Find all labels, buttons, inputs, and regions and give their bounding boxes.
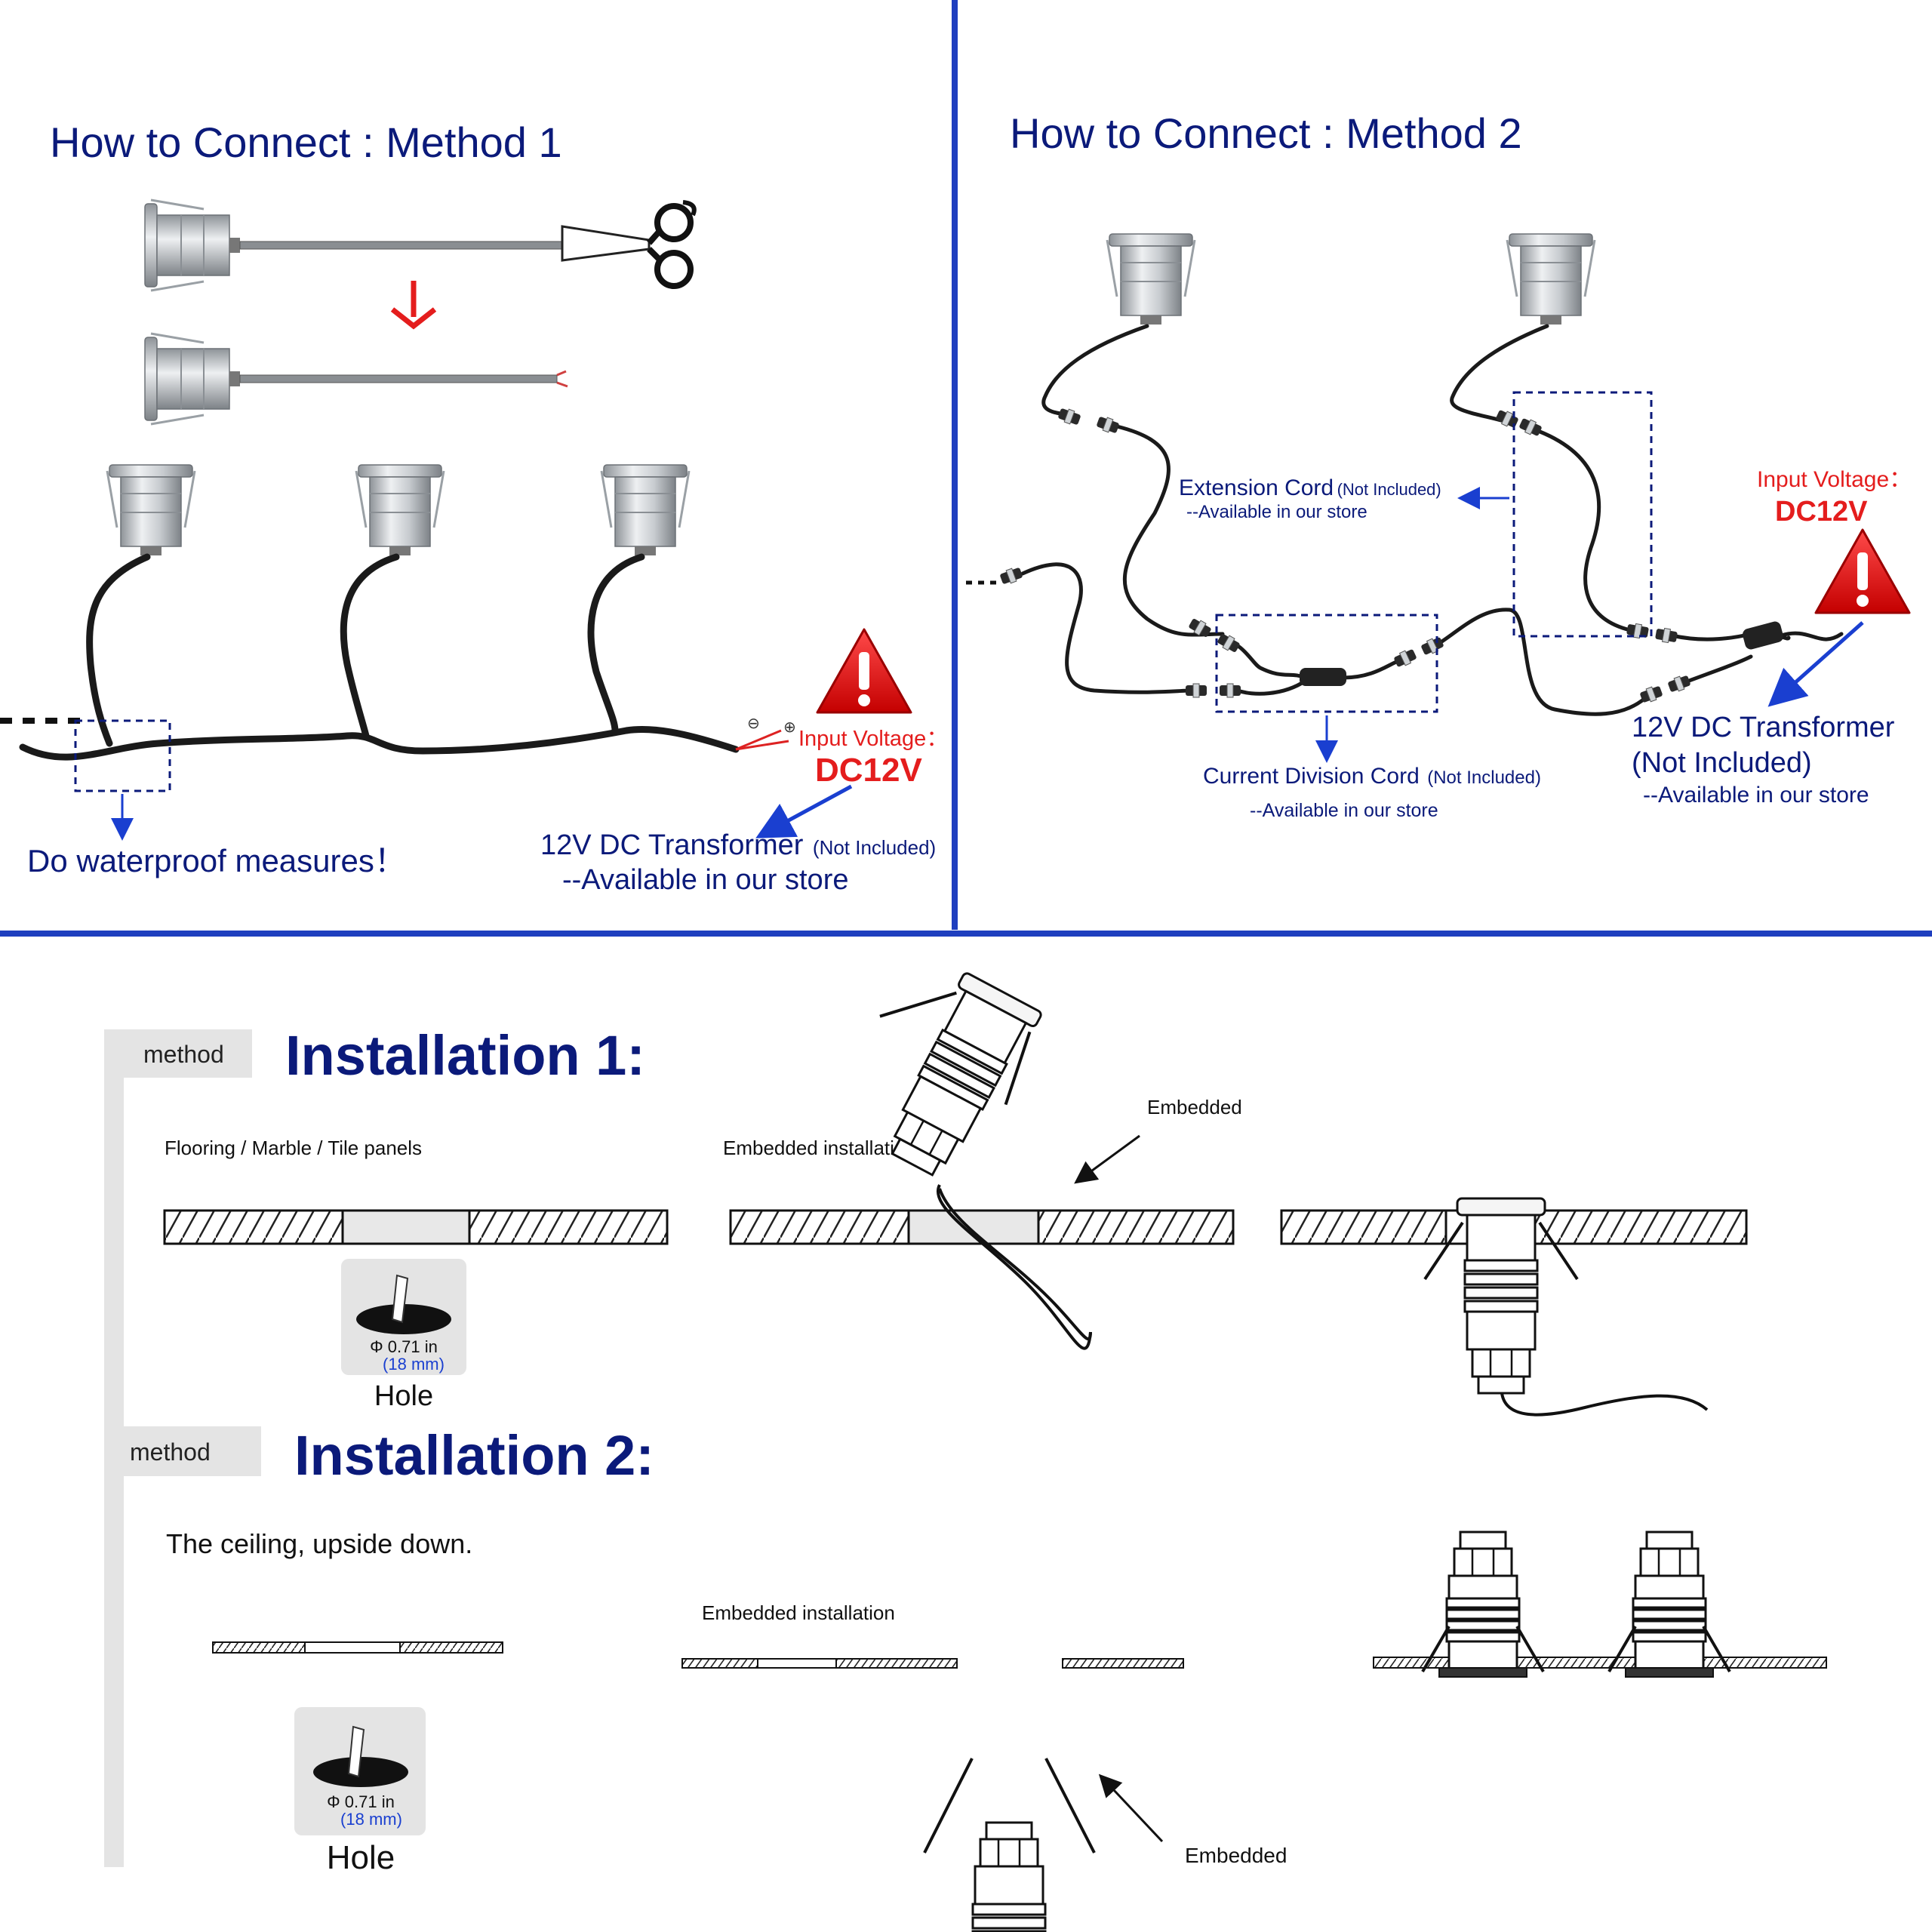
surface-label: The ceiling, upside down. (166, 1528, 472, 1559)
embedded-label: Embedded (1147, 1096, 1242, 1118)
warning-icon (816, 628, 912, 714)
installation1-title: Installation 1: (285, 1024, 645, 1087)
hole-icon (341, 1259, 466, 1375)
transformer-available: --Available in our store (1643, 783, 1869, 808)
embedded-installation-label: Embedded installation (723, 1137, 916, 1159)
input-voltage-label: Input Voltage： (798, 727, 948, 751)
method2-title: How to Connect : Method 2 (1010, 109, 1522, 157)
division-cord-highlight (1215, 614, 1438, 713)
waterproof-text: Do waterproof measures！ (27, 843, 406, 878)
hole-label: Hole (327, 1839, 395, 1876)
hole-mm: (18 mm) (383, 1355, 445, 1374)
method-tab-label: method (143, 1041, 224, 1068)
extension-cord-highlight (1512, 391, 1653, 638)
method1-panel: How to Connect : Method 1 (0, 118, 948, 896)
polarity-minus: ⊖ (747, 715, 760, 732)
red-down-arrow-icon (390, 281, 437, 330)
division-available: --Available in our store (1250, 800, 1438, 821)
method-tab-label: method (130, 1438, 211, 1466)
division-cord-label: Current Division Cord (Not Included) (1203, 764, 1541, 789)
transformer-line1: 12V DC Transformer (1632, 712, 1895, 743)
hole-label: Hole (374, 1380, 433, 1412)
hole-diameter: Φ 0.71 in (370, 1337, 438, 1356)
surface-label: Flooring / Marble / Tile panels (165, 1137, 422, 1159)
waterproof-highlight (74, 719, 171, 792)
spotlight-icon (600, 463, 691, 557)
warning-icon (1814, 528, 1911, 614)
polarity-plus: ⊕ (783, 719, 796, 736)
method-tab (104, 1426, 261, 1476)
spotlight-icon (106, 463, 196, 557)
division-cord-body (1300, 668, 1346, 686)
spotlight-icon (143, 198, 242, 292)
transformer-label: 12V DC Transformer (Not Included) (540, 829, 936, 861)
input-voltage-label: Input Voltage： (1757, 467, 1912, 492)
embedded-installation-label: Embedded installation (702, 1601, 895, 1624)
installation2-panel: method Installation 2: The ceiling, upsi… (104, 1424, 1827, 1932)
transformer-line2: (Not Included) (1632, 747, 1812, 779)
spotlight-icon (143, 332, 242, 426)
spotlight-icon (355, 463, 445, 557)
input-voltage-value: DC12V (815, 752, 922, 789)
input-voltage-value: DC12V (1775, 496, 1868, 528)
hole-diameter: Φ 0.71 in (327, 1792, 395, 1811)
embedded-label: Embedded (1185, 1844, 1287, 1867)
extension-cord-label: Extension Cord (Not Included) (1179, 475, 1441, 500)
method1-title: How to Connect : Method 1 (50, 118, 562, 166)
spotlight-icon (1506, 232, 1596, 326)
extension-available: --Available in our store (1186, 502, 1367, 522)
transformer-body (1743, 621, 1783, 650)
hole-mm: (18 mm) (340, 1810, 402, 1829)
scissors-icon (561, 200, 697, 289)
method2-panel: How to Connect : Method 2 (966, 109, 1912, 821)
installation2-title: Installation 2: (294, 1424, 654, 1487)
hole-icon (294, 1707, 426, 1835)
transformer-available: --Available in our store (562, 864, 848, 896)
spotlight-icon (1106, 232, 1196, 326)
method-tab (104, 1029, 252, 1078)
